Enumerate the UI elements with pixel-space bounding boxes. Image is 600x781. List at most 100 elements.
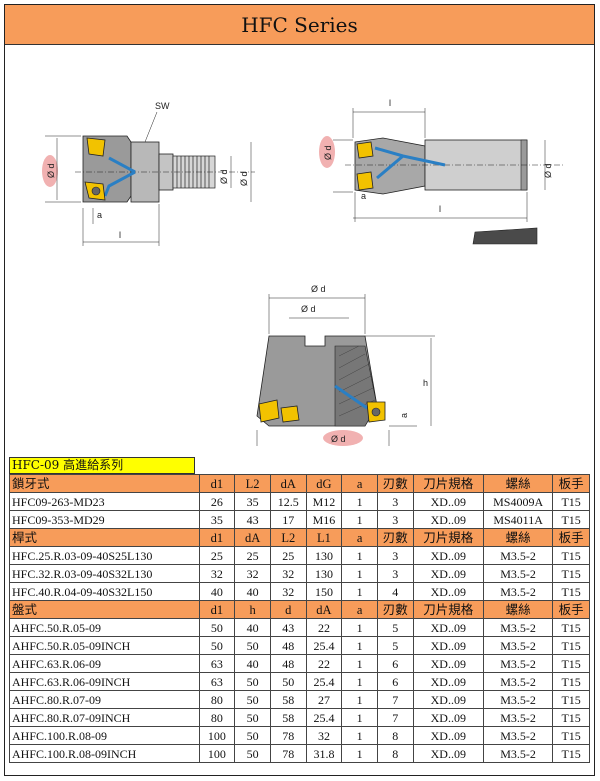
dim-h-3: h — [423, 378, 428, 388]
spec-cell: XD..09 — [412, 672, 484, 691]
spec-cell: 7 — [376, 690, 414, 709]
spec-cell: 1 — [341, 672, 378, 691]
spec-cell: T15 — [552, 582, 590, 601]
spec-cell: T15 — [552, 654, 590, 673]
spec-cell: 32 — [305, 726, 343, 745]
dim-d1: Ø d — [46, 163, 56, 178]
column-header: d1 — [198, 600, 236, 619]
spec-cell: 50 — [234, 744, 271, 763]
spec-cell: 8 — [376, 744, 414, 763]
spec-cell: M3.5-2 — [482, 744, 554, 763]
spec-cell: 1 — [341, 492, 378, 511]
spec-cell: 50 — [198, 618, 236, 637]
dim-sw: SW — [155, 101, 170, 111]
spec-cell: M12 — [305, 492, 343, 511]
spec-cell: 35 — [198, 510, 236, 529]
part-number-cell: HFC.40.R.04-09-40S32L150 — [9, 582, 200, 601]
spec-cell: 78 — [269, 726, 307, 745]
spec-cell: M3.5-2 — [482, 654, 554, 673]
spec-cell: 80 — [198, 690, 236, 709]
spec-cell: 50 — [234, 672, 271, 691]
dim-l2-1: l — [119, 230, 121, 240]
spec-cell: 43 — [234, 510, 271, 529]
section-type-label: 桿式 — [9, 528, 200, 547]
series-label: HFC-09 高進給系列 — [9, 457, 195, 474]
column-header: 刃數 — [376, 600, 414, 619]
column-header: d1 — [198, 528, 236, 547]
dim-l1-2: l — [439, 204, 441, 214]
column-header: L2 — [269, 528, 307, 547]
column-header: a — [341, 528, 378, 547]
part-number-cell: AHFC.50.R.05-09INCH — [9, 636, 200, 655]
dim-a-3: a — [399, 413, 409, 418]
spec-cell: 1 — [341, 618, 378, 637]
spec-cell: 5 — [376, 618, 414, 637]
tool-drawings: Ø d SW Ø d Ø d a l — [5, 46, 594, 456]
spec-cell: T15 — [552, 618, 590, 637]
part-number-cell: AHFC.80.R.07-09INCH — [9, 708, 200, 727]
spec-cell: 25.4 — [305, 672, 343, 691]
spec-cell: 63 — [198, 672, 236, 691]
spec-cell: 78 — [269, 744, 307, 763]
part-number-cell: HFC09-353-MD29 — [9, 510, 200, 529]
spec-cell: 4 — [376, 582, 414, 601]
spec-cell: 1 — [341, 708, 378, 727]
part-number-cell: AHFC.80.R.07-09 — [9, 690, 200, 709]
spec-cell: T15 — [552, 636, 590, 655]
spec-cell: M16 — [305, 510, 343, 529]
column-header: dA — [305, 600, 343, 619]
page-title: HFC Series — [241, 12, 358, 37]
spec-cell: 8 — [376, 726, 414, 745]
spec-cell: 50 — [234, 726, 271, 745]
spec-cell: 1 — [341, 582, 378, 601]
spec-cell: 3 — [376, 546, 414, 565]
spec-cell: 25 — [234, 546, 271, 565]
spec-cell: T15 — [552, 672, 590, 691]
column-header: 螺絲 — [482, 474, 554, 493]
dim-a-2: a — [361, 191, 366, 201]
column-header: a — [341, 600, 378, 619]
dim-a-1: a — [97, 210, 102, 220]
shell-cutter-drawing: Ø d Ø d h a Ø d — [256, 284, 435, 446]
column-header: dA — [269, 474, 307, 493]
spec-cell: 5 — [376, 636, 414, 655]
spec-cell: 50 — [198, 636, 236, 655]
spec-cell: 63 — [198, 654, 236, 673]
spec-cell: M3.5-2 — [482, 690, 554, 709]
part-number-cell: AHFC.50.R.05-09 — [9, 618, 200, 637]
spec-cell: 25.4 — [305, 708, 343, 727]
spec-cell: MS4009A — [482, 492, 554, 511]
spec-cell: 1 — [341, 546, 378, 565]
dim-l2-2: l — [389, 98, 391, 108]
spec-cell: 80 — [198, 708, 236, 727]
spec-cell: M3.5-2 — [482, 672, 554, 691]
spec-cell: M3.5-2 — [482, 618, 554, 637]
spec-cell: T15 — [552, 492, 590, 511]
spec-cell: 32 — [269, 564, 307, 583]
spec-cell: XD..09 — [412, 510, 484, 529]
spec-cell: 100 — [198, 744, 236, 763]
spec-cell: 48 — [269, 654, 307, 673]
spec-cell: 22 — [305, 618, 343, 637]
spec-cell: 6 — [376, 654, 414, 673]
spec-cell: 1 — [341, 654, 378, 673]
spec-cell: 17 — [269, 510, 307, 529]
column-header: 板手 — [552, 474, 590, 493]
column-header: 刀片規格 — [412, 528, 484, 547]
screw-in-cutter-drawing: Ø d SW Ø d Ø d a l — [42, 101, 255, 246]
spec-cell: 43 — [269, 618, 307, 637]
spec-cell: 150 — [305, 582, 343, 601]
spec-cell: XD..09 — [412, 546, 484, 565]
spec-cell: 32 — [269, 582, 307, 601]
